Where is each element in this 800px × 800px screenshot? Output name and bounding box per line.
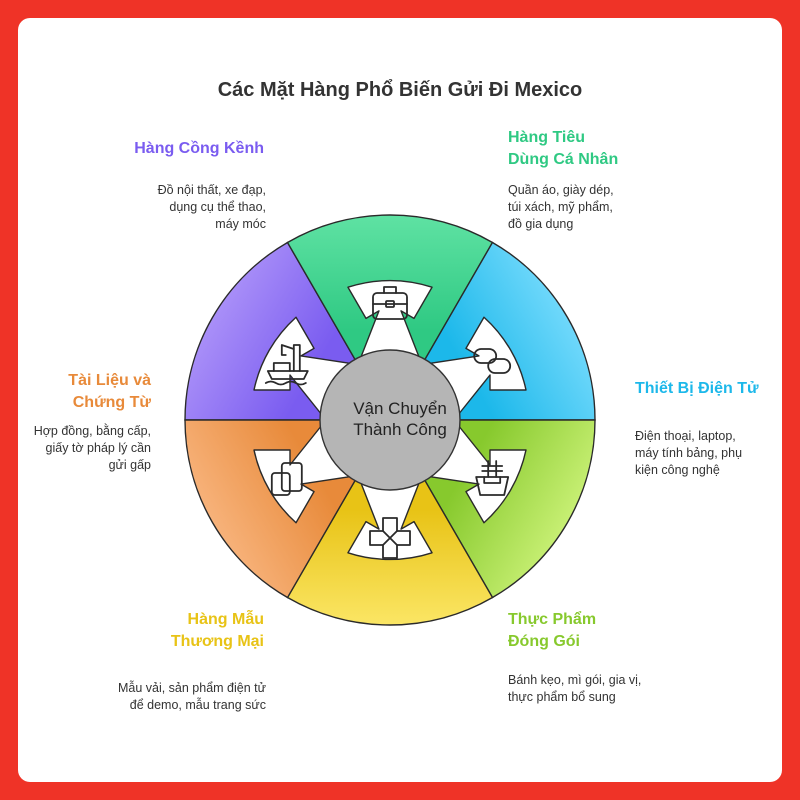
documents-icon xyxy=(270,462,303,496)
segment-title-food: Thực Phẩm Đóng Gói xyxy=(508,611,597,650)
segment-desc-documents: Hợp đồng, bằng cấp, giấy tờ pháp lý cần … xyxy=(33,424,151,472)
segment-title-samples: Hàng Mẫu Thương Mại xyxy=(170,611,264,650)
segment-title-electronics: Thiết Bị Điện Tử xyxy=(635,380,759,397)
segment-desc-personal: Quần áo, giày dép, túi xách, mỹ phẩm, đồ… xyxy=(508,183,614,231)
segment-desc-food: Bánh kẹo, mì gói, gia vị, thực phẩm bổ s… xyxy=(508,673,642,704)
center-circle xyxy=(319,349,461,491)
segment-desc-samples: Mẫu vải, sản phẩm điện tử để demo, mẫu t… xyxy=(117,681,266,712)
crane-ship-icon xyxy=(264,344,309,386)
briefcase-icon xyxy=(372,286,408,320)
segment-title-bulky: Hàng Cồng Kềnh xyxy=(134,140,264,157)
segment-desc-electronics: Điện thoại, laptop, máy tính bảng, phụ k… xyxy=(635,429,743,477)
center-label-line2: Thành Công xyxy=(353,420,447,439)
segment-title-personal: Hàng Tiêu Dùng Cá Nhân xyxy=(508,129,619,168)
segment-desc-bulky: Đồ nội thất, xe đạp, dụng cụ thể thao, m… xyxy=(157,183,266,231)
segment-title-documents: Tài Liệu và Chứng Từ xyxy=(68,372,151,411)
center-label: Vận Chuyển Thành Công xyxy=(318,398,482,440)
center-label-line1: Vận Chuyển xyxy=(353,399,447,418)
bandage-icon xyxy=(369,517,411,559)
noodle-bowl-icon xyxy=(475,460,510,496)
page-title: Các Mặt Hàng Phổ Biến Gửi Đi Mexico xyxy=(217,79,583,101)
link-icon xyxy=(473,348,512,374)
